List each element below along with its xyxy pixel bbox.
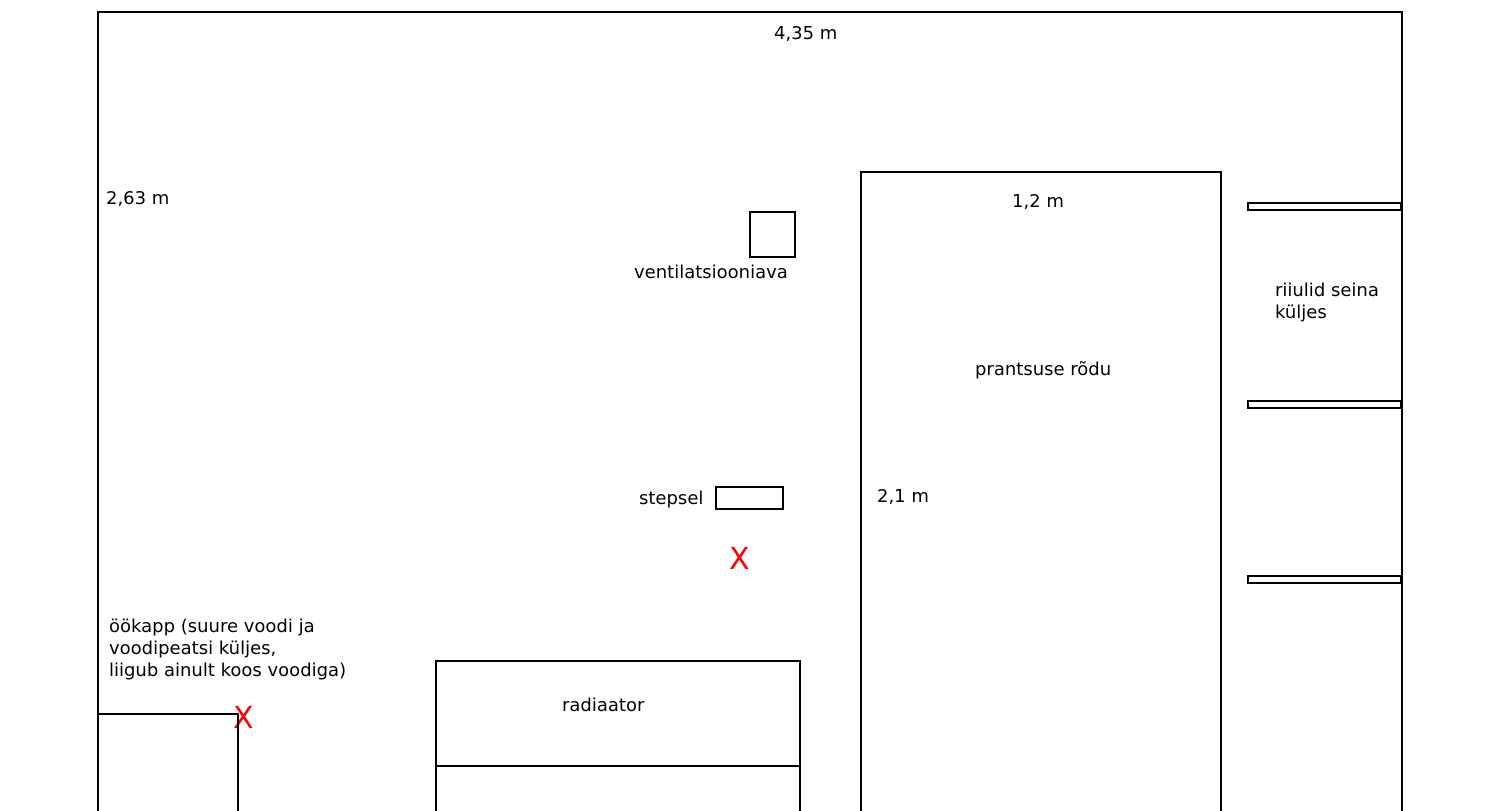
vent-label: ventilatsiooniava [634, 262, 788, 283]
door-width-label: 1,2 m [1012, 191, 1064, 212]
radiator-label: radiaator [562, 695, 645, 716]
shelves-label: riiulid seina küljes [1275, 280, 1379, 323]
socket-label: stepsel [639, 488, 704, 509]
marker-x: X [729, 542, 750, 577]
radiator [435, 660, 801, 811]
room-outline [97, 11, 1403, 811]
nightstand-label: öökapp (suure voodi ja voodipeatsi külje… [109, 616, 347, 681]
door-height-label: 2,1 m [877, 486, 929, 507]
shelf [1247, 575, 1402, 584]
room-width-label: 4,35 m [774, 23, 838, 44]
vent [749, 211, 796, 258]
nightstand [97, 713, 239, 811]
room-height-label: 2,63 m [106, 188, 170, 209]
balcony-door [860, 171, 1222, 811]
shelf [1247, 202, 1402, 211]
socket [715, 486, 784, 510]
shelf [1247, 400, 1402, 409]
radiator-divider [435, 765, 801, 767]
door-label: prantsuse rõdu [975, 359, 1112, 380]
